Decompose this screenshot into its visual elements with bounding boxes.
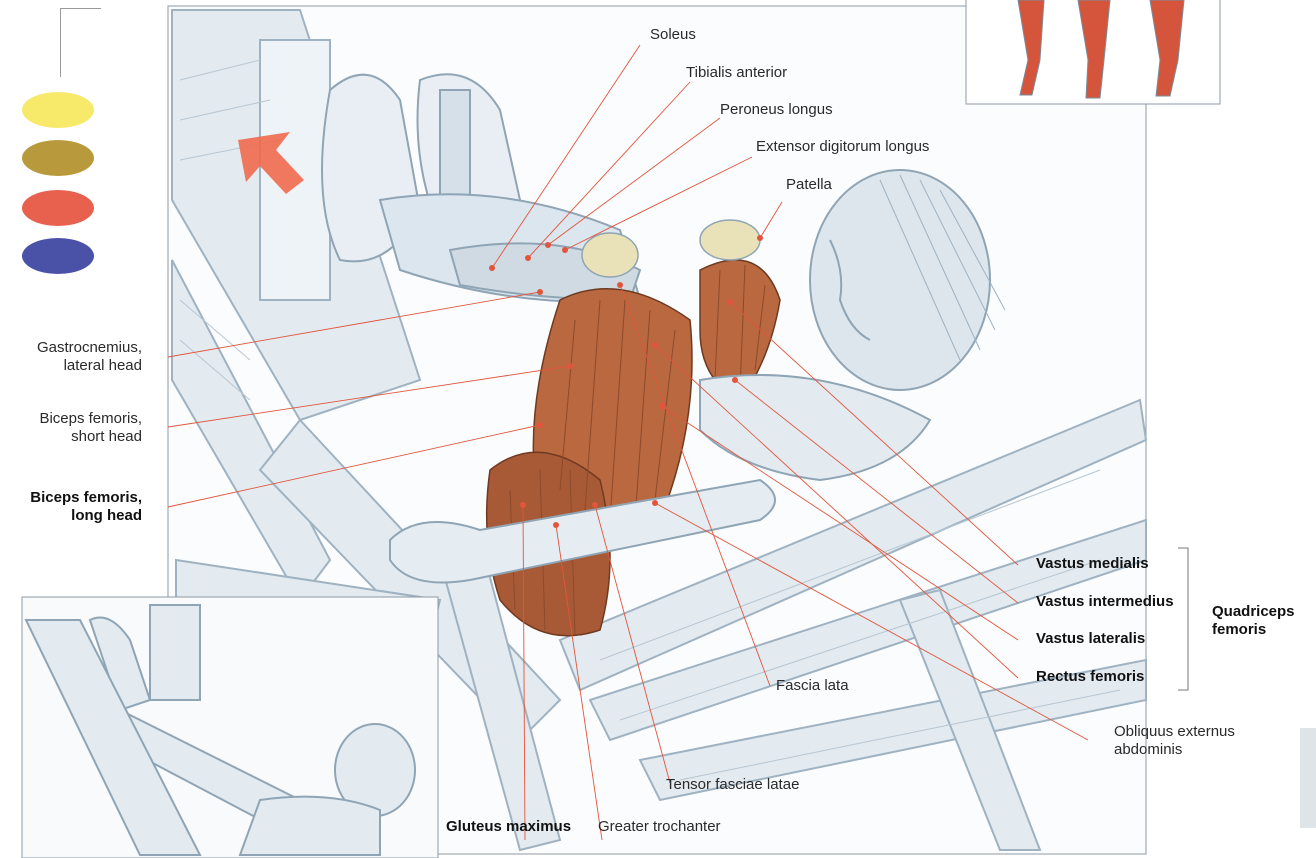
label-peroneus-longus: Peroneus longus [720,101,833,119]
label-greater-trochanter: Greater trochanter [598,818,721,836]
label-biceps-short-line1: Biceps femoris, [0,410,142,428]
legend-bracket [60,8,101,77]
label-biceps-long-line1: Biceps femoris, [0,489,142,507]
label-biceps-long-line2: long head [0,507,142,525]
label-quadriceps-line1: Quadriceps [1212,603,1295,621]
label-obliquus-line2: abdominis [1114,741,1235,759]
legend-swatch-blue [22,238,94,274]
label-quadriceps-line2: femoris [1212,621,1295,639]
label-biceps-femoris-long: Biceps femoris, long head [0,489,142,525]
label-biceps-femoris-short: Biceps femoris, short head [0,410,142,446]
label-vastus-lateralis: Vastus lateralis [1036,630,1145,648]
label-vastus-medialis: Vastus medialis [1036,555,1149,573]
label-extensor-digitorum-longus: Extensor digitorum longus [756,138,929,156]
label-gastrocnemius-line1: Gastrocnemius, [0,339,142,357]
label-obliquus-externus: Obliquus externus abdominis [1114,723,1235,759]
label-patella: Patella [786,176,832,194]
label-soleus: Soleus [650,26,696,44]
label-quadriceps-femoris: Quadriceps femoris [1212,603,1295,639]
label-gastrocnemius: Gastrocnemius, lateral head [0,339,142,375]
label-rectus-femoris: Rectus femoris [1036,668,1144,686]
right-edge-bar [1300,728,1316,828]
label-vastus-intermedius: Vastus intermedius [1036,593,1174,611]
legend-swatch-yellow [22,92,94,128]
label-biceps-short-line2: short head [0,428,142,446]
label-tibialis-anterior: Tibialis anterior [686,64,787,82]
label-gastrocnemius-line2: lateral head [0,357,142,375]
label-fascia-lata: Fascia lata [776,677,849,695]
label-tensor-fasciae-latae: Tensor fasciae latae [666,776,799,794]
legend-swatch-red [22,190,94,226]
legend-swatch-olive [22,140,94,176]
quadriceps-bracket [1178,548,1188,690]
label-gluteus-maximus: Gluteus maximus [446,818,571,836]
label-obliquus-line1: Obliquus externus [1114,723,1235,741]
